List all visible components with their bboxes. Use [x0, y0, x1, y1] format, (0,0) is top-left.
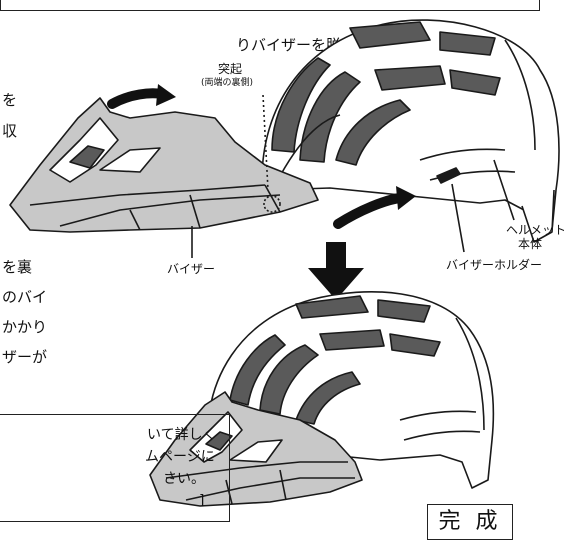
complete-label: 完 成 — [427, 504, 513, 540]
label-protrusion-note: (両端の裏側) — [201, 78, 254, 88]
helmet-top — [261, 19, 560, 243]
instruction-fragment: のバイ — [2, 288, 48, 306]
label-helmet-body: 本体 — [518, 237, 543, 251]
visor-top — [9, 94, 319, 233]
arrow-push-right — [333, 186, 416, 229]
instruction-fragment: ザーが — [2, 348, 48, 366]
arrow-down — [308, 242, 364, 300]
instruction-fragment: 収 — [2, 122, 18, 140]
label-visor-holder: バイザーホルダー — [446, 258, 543, 272]
label-protrusion: 突起 — [218, 62, 243, 76]
instruction-fragment: を — [2, 91, 18, 109]
label-visor: バイザー — [167, 262, 216, 276]
note-line: ] — [199, 493, 205, 509]
instruction-fragment: を裏 — [2, 258, 33, 276]
label-helmet-body: ヘルメット — [506, 223, 564, 237]
instruction-fragment: かかり — [2, 318, 48, 336]
note-box: いて詳しく ムページに さい。 ] — [0, 414, 230, 522]
arrow-attach-top — [107, 84, 176, 109]
note-line: さい。 — [163, 471, 205, 487]
helmet-complete — [149, 291, 495, 507]
note-line: ムページに — [145, 449, 215, 465]
header-box — [0, 0, 540, 11]
note-line: いて詳しく — [147, 427, 217, 443]
